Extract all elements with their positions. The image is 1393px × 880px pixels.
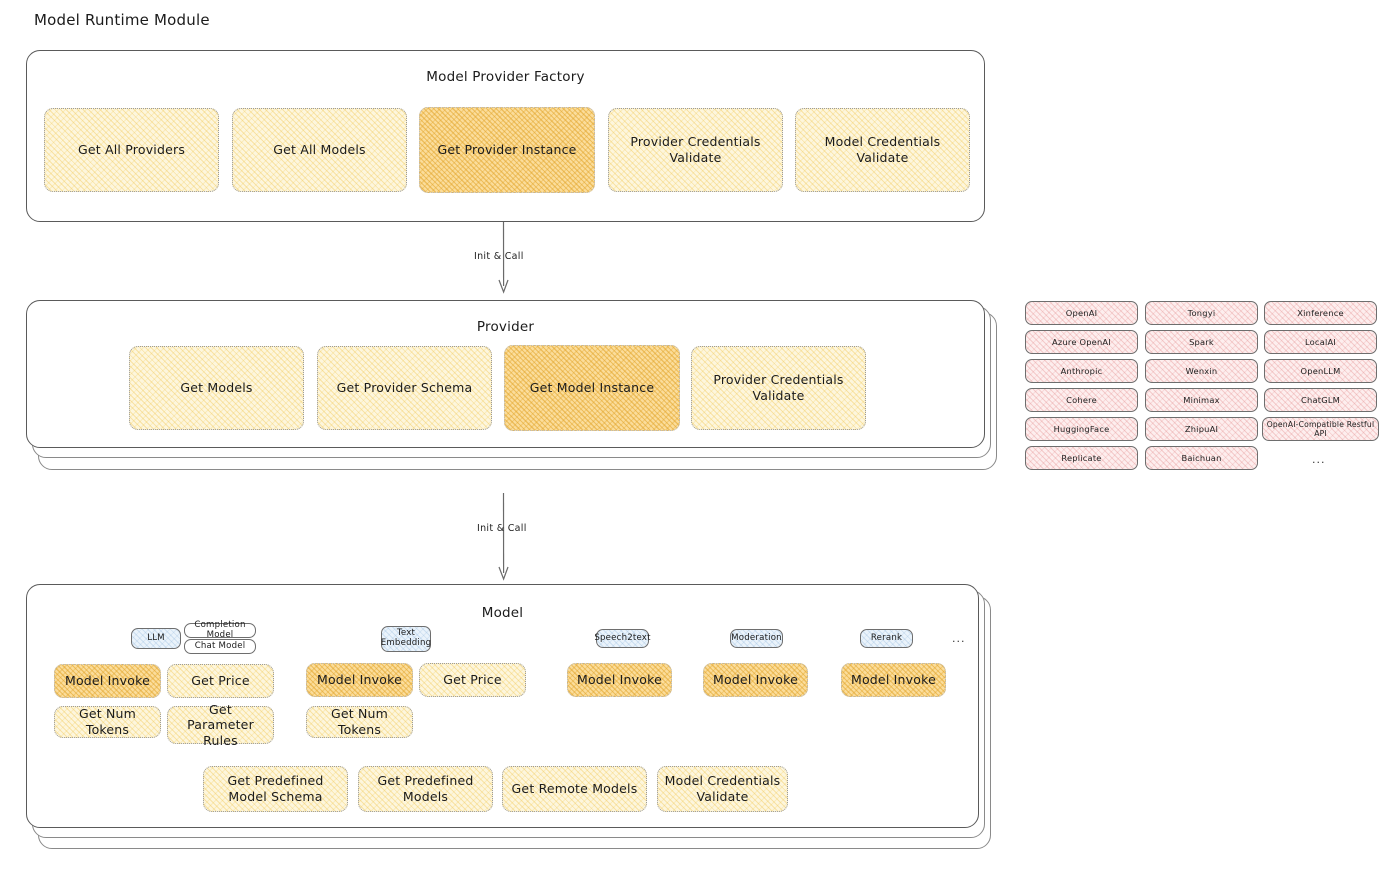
factory-node-provider-credentials-validate[interactable]: Provider Credentials Validate	[608, 108, 783, 192]
rerank-op-model-invoke[interactable]: Model Invoke	[841, 663, 946, 697]
factory-node-get-provider-instance[interactable]: Get Provider Instance	[419, 107, 595, 193]
factory-node-get-all-models[interactable]: Get All Models	[232, 108, 407, 192]
model-types-more: ...	[952, 632, 966, 645]
factory-node-model-credentials-validate[interactable]: Model Credentials Validate	[795, 108, 970, 192]
provider-chip-tongyi[interactable]: Tongyi	[1145, 301, 1258, 325]
llm-op-get-parameter-rules[interactable]: Get Parameter Rules	[167, 702, 274, 748]
provider-chip-spark[interactable]: Spark	[1145, 330, 1258, 354]
speech2text-op-model-invoke[interactable]: Model Invoke	[567, 663, 672, 697]
model-type-chip-moderation[interactable]: Moderation	[730, 629, 783, 648]
text-embedding-op-get-num-tokens[interactable]: Get Num Tokens	[306, 706, 413, 738]
model-subtype-chip-chat-model[interactable]: Chat Model	[184, 639, 256, 654]
model-common-op-get-predefined-model-schema[interactable]: Get Predefined Model Schema	[203, 766, 348, 812]
provider-chip-baichuan[interactable]: Baichuan	[1145, 446, 1258, 470]
moderation-op-model-invoke[interactable]: Model Invoke	[703, 663, 808, 697]
text-embedding-op-get-price[interactable]: Get Price	[419, 663, 526, 697]
provider-chip-wenxin[interactable]: Wenxin	[1145, 359, 1258, 383]
arrow-provider-to-model	[498, 492, 509, 581]
provider-node-get-provider-schema[interactable]: Get Provider Schema	[317, 346, 492, 430]
arrow-label-init-and-call-2: Init & Call	[477, 523, 527, 534]
provider-chip-openai-compatible-restful-api[interactable]: OpenAI-Compatible Restful API	[1262, 417, 1379, 441]
factory-node-get-all-providers[interactable]: Get All Providers	[44, 108, 219, 192]
provider-chip-openai[interactable]: OpenAI	[1025, 301, 1138, 325]
llm-op-get-num-tokens[interactable]: Get Num Tokens	[54, 706, 161, 738]
model-type-chip-speech2text[interactable]: Speech2text	[594, 629, 650, 648]
provider-list-more: ...	[1312, 453, 1326, 466]
provider-node-get-model-instance[interactable]: Get Model Instance	[504, 345, 680, 431]
provider-title: Provider	[476, 319, 535, 335]
provider-chip-azure-openai[interactable]: Azure OpenAI	[1025, 330, 1138, 354]
provider-chip-anthropic[interactable]: Anthropic	[1025, 359, 1138, 383]
llm-op-model-invoke[interactable]: Model Invoke	[54, 664, 161, 698]
arrow-factory-to-provider	[498, 221, 509, 294]
provider-node-get-models[interactable]: Get Models	[129, 346, 304, 430]
provider-chip-chatglm[interactable]: ChatGLM	[1264, 388, 1377, 412]
model-common-op-model-credentials-validate[interactable]: Model Credentials Validate	[657, 766, 788, 812]
llm-op-get-price[interactable]: Get Price	[167, 664, 274, 698]
arrow-label-init-and-call-1: Init & Call	[474, 251, 524, 262]
provider-chip-huggingface[interactable]: HuggingFace	[1025, 417, 1138, 441]
provider-chip-xinference[interactable]: Xinference	[1264, 301, 1377, 325]
provider-chip-zhipuai[interactable]: ZhipuAI	[1145, 417, 1258, 441]
provider-chip-cohere[interactable]: Cohere	[1025, 388, 1138, 412]
model-type-chip-text-embedding[interactable]: Text Embedding	[381, 626, 431, 652]
provider-chip-localai[interactable]: LocalAI	[1264, 330, 1377, 354]
provider-chip-openllm[interactable]: OpenLLM	[1264, 359, 1377, 383]
provider-chip-minimax[interactable]: Minimax	[1145, 388, 1258, 412]
text-embedding-op-model-invoke[interactable]: Model Invoke	[306, 663, 413, 697]
model-type-chip-llm[interactable]: LLM	[131, 628, 181, 649]
provider-node-provider-credentials-validate[interactable]: Provider Credentials Validate	[691, 346, 866, 430]
model-common-op-get-predefined-models[interactable]: Get Predefined Models	[358, 766, 493, 812]
model-common-op-get-remote-models[interactable]: Get Remote Models	[502, 766, 647, 812]
model-provider-factory-title: Model Provider Factory	[426, 69, 585, 85]
model-subtype-chip-completion-model[interactable]: Completion Model	[184, 620, 256, 639]
model-title: Model	[481, 605, 524, 621]
page-title: Model Runtime Module	[34, 11, 210, 29]
provider-chip-replicate[interactable]: Replicate	[1025, 446, 1138, 470]
model-type-chip-rerank[interactable]: Rerank	[860, 629, 913, 648]
